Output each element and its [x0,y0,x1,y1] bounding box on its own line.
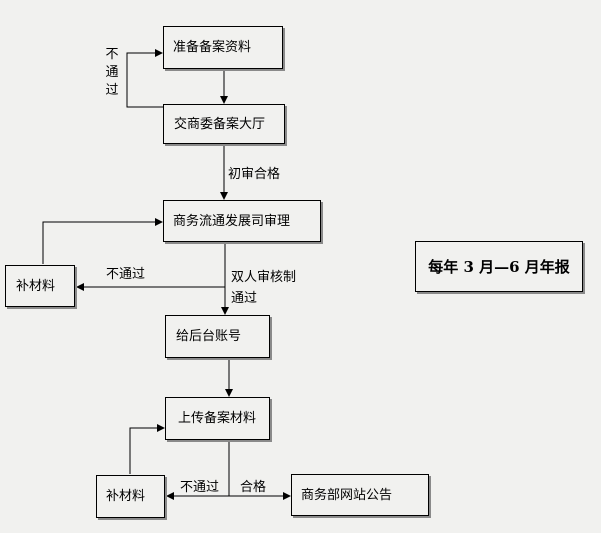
node-supplement-2-label: 补材料 [106,489,146,504]
edge-supplement2-to-upload [129,424,165,474]
node-review: 商务流通发展司审理 [163,200,321,242]
edge-label-not-pass-vertical: 不通过 [105,47,119,98]
node-publish-label: 商务部网站公告 [301,487,393,503]
node-upload: 上传备案材料 [165,397,270,440]
edge-not-pass-loop [126,49,163,108]
node-publish: 商务部网站公告 [291,474,429,516]
edge-label-qualified: 合格 [240,480,267,495]
edge-label-not-pass-2: 不通过 [180,480,220,495]
edge-label-not-pass-1: 不通过 [106,267,146,282]
annual-report-note-text: 每年 3 月—6 月年报 [428,258,570,276]
edge-label-double-review: 双人审核制 [231,270,297,285]
edge-label-pass: 通过 [231,291,258,306]
node-submit-label: 交商委备案大厅 [174,116,266,132]
annual-report-note: 每年 3 月—6 月年报 [415,241,583,292]
node-account-label: 给后台账号 [176,329,242,344]
node-account: 给后台账号 [165,315,270,358]
node-submit: 交商委备案大厅 [163,104,285,144]
edge-label-initial-pass: 初审合格 [228,167,281,182]
node-prepare-label: 准备备案资料 [173,40,252,55]
node-review-label: 商务流通发展司审理 [173,213,291,229]
node-supplement-1-label: 补材料 [16,278,56,294]
node-supplement-1: 补材料 [5,265,75,307]
edge-supplement1-to-review [42,218,163,264]
node-prepare: 准备备案资料 [163,26,283,69]
node-upload-label: 上传备案材料 [178,411,257,426]
node-supplement-2: 补材料 [96,475,165,518]
